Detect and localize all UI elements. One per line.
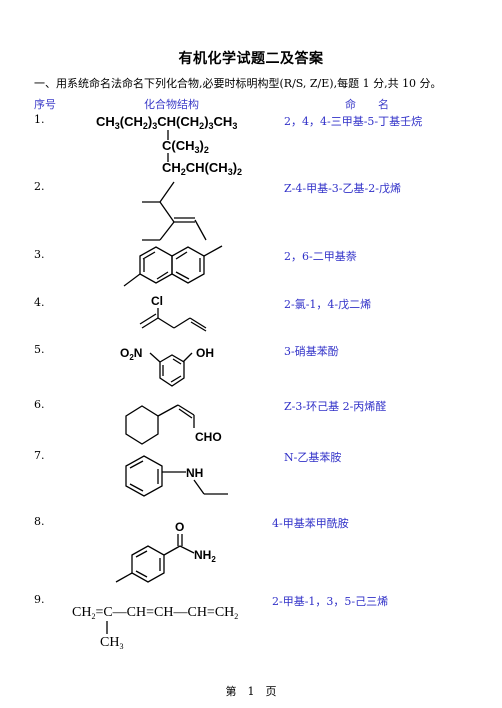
item-answer-7: N-乙基苯胺 xyxy=(284,451,342,464)
label-cl: Cl xyxy=(151,294,163,308)
item-number-2: 2. xyxy=(34,180,45,193)
page-title: 有机化学试题二及答案 xyxy=(178,51,324,67)
item-answer-9: 2-甲基-1，3，5-己三烯 xyxy=(272,595,389,608)
header-name: 命 名 xyxy=(345,98,389,111)
item-number-1: 1. xyxy=(34,113,45,126)
page-footer: 第 1 页 xyxy=(225,685,277,698)
item-number-7: 7. xyxy=(34,449,45,462)
item-answer-8: 4-甲基苯甲酰胺 xyxy=(272,517,349,530)
item-answer-4: 2-氯-1，4-戊二烯 xyxy=(284,298,372,311)
item-number-5: 5. xyxy=(34,343,45,356)
item-answer-2: Z-4-甲基-3-乙基-2-戊烯 xyxy=(284,182,401,195)
item-number-9: 9. xyxy=(34,593,45,606)
formula-1-line3: CH2CH(CH3)2 xyxy=(162,160,243,177)
svg-text:CH3: CH3 xyxy=(100,635,123,651)
svg-text:NH2: NH2 xyxy=(194,548,216,564)
item-answer-5: 3-硝基苯酚 xyxy=(284,345,339,358)
formula-1-line2: C(CH3)2 xyxy=(162,138,209,155)
item-number-8: 8. xyxy=(34,515,45,528)
label-nh2: NH xyxy=(194,548,211,562)
label-no2-o: O xyxy=(120,346,129,360)
item-answer-1: 2，4，4-三甲基-5-丁基壬烷 xyxy=(284,115,423,128)
section-instruction: 一、用系统命名法命名下列化合物,必要时标明构型(R/S, Z/E),每题 1 分… xyxy=(34,77,442,90)
label-cho: CHO xyxy=(195,430,222,444)
svg-text:CH2=C—CH=CH—CH=CH2: CH2=C—CH=CH—CH=CH2 xyxy=(72,605,238,621)
item-answer-6: Z-3-环己基 2-丙烯醛 xyxy=(284,400,387,413)
header-seq: 序号 xyxy=(34,98,56,111)
label-no2-n: N xyxy=(134,346,143,360)
item-answer-3: 2，6-二甲基萘 xyxy=(284,250,357,263)
label-nh: NH xyxy=(186,466,203,480)
label-o: O xyxy=(175,520,184,534)
header-structure: 化合物结构 xyxy=(144,98,199,111)
label-oh: OH xyxy=(196,346,214,360)
item-number-4: 4. xyxy=(34,296,45,309)
item-number-6: 6. xyxy=(34,398,45,411)
item-number-3: 3. xyxy=(34,248,45,261)
formula-1-line1: CH3(CH2)3CH(CH2)3CH3 xyxy=(96,114,238,131)
svg-text:O2N: O2N xyxy=(120,346,142,362)
